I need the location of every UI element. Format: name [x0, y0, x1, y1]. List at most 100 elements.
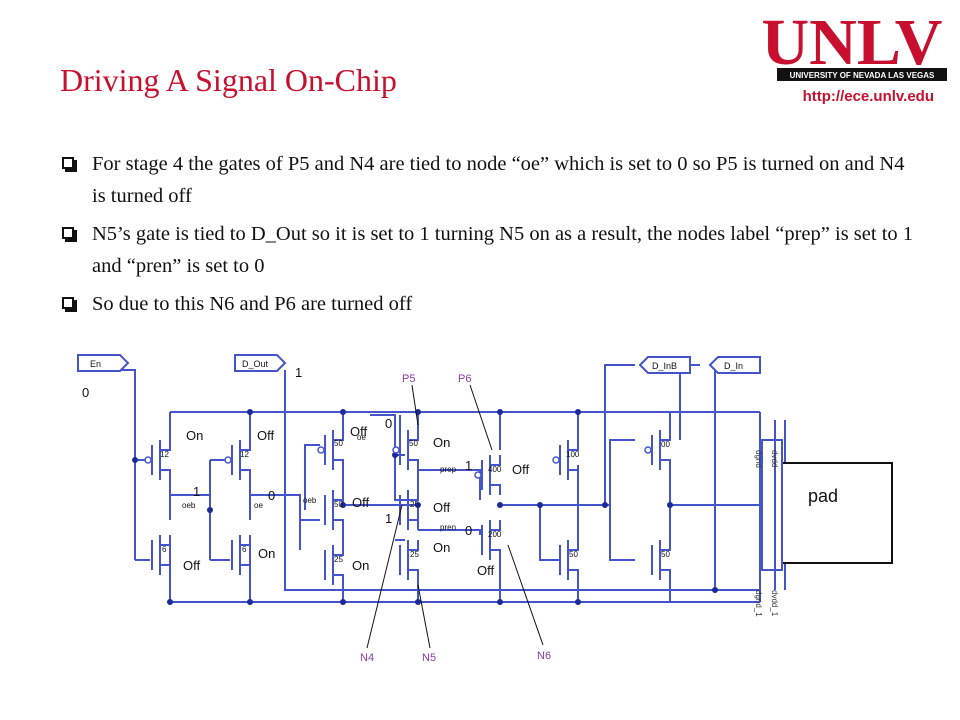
state-n6: Off — [477, 563, 494, 578]
p7-transistor — [559, 440, 579, 480]
label-prep: prep — [440, 465, 457, 474]
node-labels: oeb oe oe oeb prep pren — [182, 433, 457, 532]
bullet-item: N5’s gate is tied to D_Out so it is set … — [62, 218, 922, 282]
width-p5: 50 — [409, 439, 418, 448]
checkbox-bullet-icon — [62, 227, 74, 239]
dvdd-label: dvdd — [770, 450, 779, 467]
n5-transistor — [399, 540, 419, 580]
width-p7: 100 — [566, 450, 580, 459]
callout-n6: N6 — [537, 650, 551, 662]
state-p3: Off — [350, 424, 367, 439]
state-inv2-n: On — [258, 546, 275, 561]
value-prep: 1 — [465, 458, 472, 473]
dgnd-label: dgnd — [754, 450, 763, 468]
url-link[interactable]: http://ece.unlv.edu — [802, 88, 934, 105]
p8-transistor — [651, 430, 671, 470]
callout-n5: N5 — [422, 652, 436, 664]
state-inv1-n: Off — [183, 558, 200, 573]
label-pren: pren — [440, 523, 456, 532]
state-inv2-p: Off — [257, 428, 274, 443]
state-n3b: On — [352, 558, 369, 573]
state-n4: Off — [433, 500, 450, 515]
junctions — [132, 409, 718, 605]
p3-transistor — [324, 430, 344, 470]
logo-bar — [777, 68, 947, 81]
slide-title: Driving A Signal On-Chip — [60, 62, 397, 98]
p5-transistor — [399, 430, 419, 470]
width-p3: 50 — [334, 439, 343, 448]
state-n3: Off — [352, 495, 369, 510]
transistors — [151, 430, 671, 585]
width-p6: 400 — [488, 465, 502, 474]
width-n5: 25 — [410, 550, 419, 559]
width-n3b: 25 — [334, 555, 343, 564]
callout-lines — [366, 384, 544, 649]
bullet-item: So due to this N6 and P6 are turned off — [62, 288, 922, 320]
checkbox-bullet-icon — [62, 157, 74, 169]
width-inv1-n: 6 — [162, 545, 167, 554]
pin-d-out — [234, 354, 287, 372]
pin-en-label: En — [90, 359, 101, 369]
value-en: 0 — [82, 385, 89, 400]
inv1-nmos — [151, 535, 171, 575]
bullet-list: For stage 4 the gates of P5 and N4 are t… — [62, 148, 922, 326]
dgnd1-label: dgnd_1 — [754, 590, 763, 617]
dvdd1-label: dvdd_1 — [770, 590, 779, 617]
pin-d-inb — [638, 356, 691, 374]
n3b-transistor — [324, 545, 344, 585]
n6-transistor — [481, 520, 501, 560]
n3-transistor — [324, 490, 344, 530]
label-oeb-2: oeb — [303, 496, 317, 505]
pin-d-out-label: D_Out — [242, 359, 269, 369]
bullet-text: For stage 4 the gates of P5 and N4 are t… — [92, 153, 905, 207]
width-n3: 50 — [334, 500, 343, 509]
n8-transistor — [651, 540, 671, 580]
width-n6: 200 — [488, 530, 502, 539]
width-n4: 25 — [410, 500, 419, 509]
pad-box — [781, 462, 893, 564]
width-inv1-p: 12 — [160, 450, 169, 459]
width-inv2-p: 12 — [240, 450, 249, 459]
logo-subtitle: UNIVERSITY OF NEVADA LAS VEGAS — [790, 71, 935, 80]
state-p6: Off — [512, 462, 529, 477]
value-d-out: 1 — [295, 365, 302, 380]
callout-labels: P5 P6 N4 N5 N6 — [360, 373, 551, 664]
value-n5-gate: 1 — [385, 511, 392, 526]
value-pren: 0 — [465, 523, 472, 538]
bullet-item: For stage 4 the gates of P5 and N4 are t… — [62, 148, 922, 212]
callout-n4: N4 — [360, 652, 374, 664]
label-oe: oe — [254, 501, 263, 510]
pin-d-in-label: D_In — [724, 361, 743, 371]
value-p5-gate: 0 — [385, 416, 392, 431]
callout-p5: P5 — [402, 373, 415, 385]
circuit-diagram: En D_Out D_InB D_In pad dgnd dvdd dgnd_1… — [77, 354, 893, 664]
unlv-logo: UNLV UNIVERSITY OF NEVADA LAS VEGAS — [762, 6, 947, 81]
state-inv1-p: On — [186, 428, 203, 443]
width-p8: 00 — [661, 440, 670, 449]
width-inv2-n: 6 — [242, 545, 247, 554]
width-n7: 50 — [569, 550, 578, 559]
value-oeb: 1 — [193, 484, 200, 499]
width-n8: 50 — [661, 550, 670, 559]
inv2-nmos — [231, 535, 251, 575]
inv2-pmos — [231, 440, 251, 480]
p6-transistor — [481, 455, 501, 495]
pin-en — [77, 354, 130, 372]
pins: En D_Out D_InB D_In pad — [77, 354, 893, 571]
label-oeb: oeb — [182, 501, 196, 510]
n7-transistor — [559, 540, 579, 580]
logo-text: UNLV — [762, 6, 943, 79]
checkbox-bullet-icon — [62, 297, 74, 309]
state-n5: On — [433, 540, 450, 555]
gate-bubbles — [144, 446, 652, 479]
node-values: 0 1 1 0 0 1 1 0 — [82, 365, 472, 538]
supply-rail — [761, 439, 783, 571]
transistor-widths: 12 6 12 6 50 50 25 50 25 25 400 200 100 … — [160, 439, 670, 564]
value-oe: 0 — [268, 488, 275, 503]
callout-p6: P6 — [458, 373, 471, 385]
pad-label: pad — [808, 486, 838, 506]
n4-transistor — [399, 490, 419, 530]
label-oe-2: oe — [357, 433, 366, 442]
pin-d-in — [708, 356, 761, 374]
transistor-states: On Off Off On Off Off On On Off On Off O… — [183, 424, 529, 578]
